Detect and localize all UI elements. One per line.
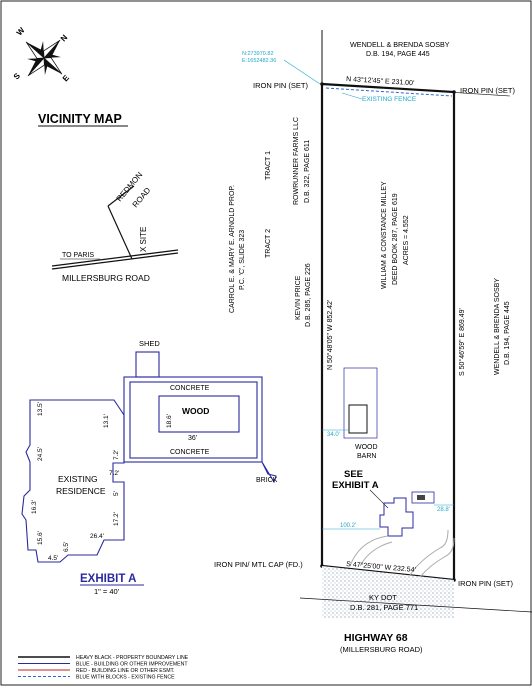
legend-text-3: BLUE WITH BLOCKS - EXISTING FENCE: [76, 675, 175, 681]
legend-text-0: HEAVY BLACK - PROPERTY BOUNDARY LINE: [76, 655, 189, 661]
see-exhibit-2: EXHIBIT A: [332, 480, 379, 491]
kydot-line1: KY DOT: [369, 593, 397, 602]
dim-16-3: 16.3': [31, 500, 38, 514]
owner-arnold-2: P.C. 'C', SLIDE 323: [239, 230, 246, 290]
dim-28-label: 28.8': [437, 507, 450, 513]
kydot-line2: D.B. 281, PAGE 771: [350, 603, 418, 612]
legend-text-2: RED - BUILDING LINE OR OTHER ESMT.: [76, 668, 175, 674]
coord-leader: [283, 59, 321, 85]
concrete-top-label: CONCRETE: [170, 385, 210, 392]
owner-arnold-1: CARROL E. & MARY E. ARNOLD PROP.: [229, 185, 236, 313]
road-edge: [299, 597, 532, 613]
dim-13-5: 13.5': [37, 402, 44, 416]
wood-height: 18.6': [166, 414, 173, 428]
dim-17-2: 17.2': [113, 512, 120, 526]
dim-26-4: 26.4': [90, 533, 104, 540]
legend: HEAVY BLACK - PROPERTY BOUNDARY LINEBLUE…: [18, 655, 189, 681]
legend-text-1: BLUE - BUILDING OR OTHER IMPROVEMENT: [76, 662, 188, 668]
tract-1: TRACT 1: [265, 151, 272, 180]
dim-5: 5': [113, 491, 120, 496]
fence-leader: [341, 92, 363, 100]
pin-se-label: IRON PIN (SET): [458, 579, 514, 588]
concrete-bottom-label: CONCRETE: [170, 449, 210, 456]
subject-owner-1: WILLIAM & CONSTANCE MILLEY: [381, 181, 388, 289]
property-boundary: [320, 82, 456, 582]
subject-owner-3: ACRES = 4.552: [403, 215, 410, 265]
owner-price-1: KEVIN PRICE: [295, 275, 302, 320]
fence-line: [325, 87, 453, 97]
garage-footprint: [411, 491, 435, 504]
owner-price-2: D.B. 285, PAGE 226: [305, 263, 312, 327]
owner-north-2: D.B. 194, PAGE 445: [366, 51, 430, 58]
barn-label-1: WOOD: [355, 444, 378, 451]
vicinity-title: VICINITY MAP: [38, 112, 122, 126]
residence-footprint: [379, 497, 414, 537]
owner-north-1: WENDELL & BRENDA SOSBY: [350, 40, 450, 49]
dim-15-6: 15.6': [37, 531, 44, 545]
owner-east-2: D.B. 194, PAGE 445: [504, 301, 511, 365]
shed-label: SHED: [139, 339, 160, 348]
garage-inner: [417, 495, 425, 500]
existing-fence-label: EXISTING FENCE: [362, 96, 417, 103]
wood-barn: [348, 404, 368, 434]
owner-rowrunner-2: D.B. 322, PAGE 611: [304, 140, 311, 203]
north-arrow: [25, 39, 63, 77]
barn-dist: 34.0': [327, 432, 340, 438]
pin-ne: [452, 90, 456, 94]
residence-label-1: EXISTING: [58, 474, 98, 484]
driveway: [349, 529, 455, 578]
wood-width: 36': [188, 435, 197, 442]
pin-nw-label: IRON PIN (SET): [253, 81, 309, 90]
vicinity-to-paris: TO PARIS: [62, 252, 94, 259]
see-exhibit-1: SEE: [344, 469, 363, 480]
tract-2: TRACT 2: [265, 229, 272, 258]
vicinity-road: ROAD: [131, 186, 153, 210]
highway-subtitle: (MILLERSBURG ROAD): [340, 645, 423, 654]
dim-7-2b: 7.2': [109, 470, 119, 477]
residence-label-2: RESIDENCE: [56, 486, 106, 496]
compass-s: S: [12, 71, 23, 81]
exhibit-a-drawing: [21, 351, 277, 563]
dim-4-5: 4.5': [48, 555, 58, 562]
bearing-west: N 50°48'05" W 852.42': [326, 300, 334, 370]
dim-24-5: 24.5': [37, 447, 44, 461]
compass-e: E: [61, 73, 72, 83]
compass-n: N: [59, 33, 70, 43]
exhibit-title: EXHIBIT A: [80, 573, 136, 585]
brick-label: BRICK: [256, 477, 278, 484]
pin-nw: [320, 82, 324, 86]
vicinity-site: X SITE: [139, 227, 148, 252]
barn-label-2: BARN: [357, 453, 376, 460]
dim-100-label: 100.2': [340, 523, 356, 529]
exhibit-scale: 1" = 40': [94, 587, 120, 596]
owner-east-1: WENDELL & BRENDA SOSBY: [494, 278, 501, 375]
dim-13-1: 13.1': [103, 414, 110, 428]
dim-6-5: 6.5': [63, 542, 70, 552]
owner-rowrunner-1: ROWRUNNER FARMS LLC: [293, 117, 300, 205]
coord-north: N:273970.82: [242, 51, 274, 57]
bearing-east: S 50°46'59" E 869.49': [458, 308, 466, 376]
pin-sw-label: IRON PIN/ MTL CAP (FD.): [214, 560, 303, 569]
dim-7-2: 7.2': [113, 450, 120, 460]
adjoining-line-top: [321, 83, 511, 97]
vicinity-millersburg: MILLERSBURG ROAD: [62, 273, 150, 283]
coord-east: E:1652482.36: [242, 58, 276, 64]
compass-w: W: [15, 25, 27, 37]
wood-label: WOOD: [182, 406, 209, 416]
highway-title: HIGHWAY 68: [344, 632, 408, 644]
see-exhibit-leader: [369, 489, 389, 509]
pin-ne-label: IRON PIN (SET): [460, 86, 516, 95]
vicinity-roads: [51, 185, 179, 270]
subject-owner-2: DEED BOOK 287, PAGE 619: [392, 193, 399, 285]
barn-outline: [343, 367, 378, 439]
